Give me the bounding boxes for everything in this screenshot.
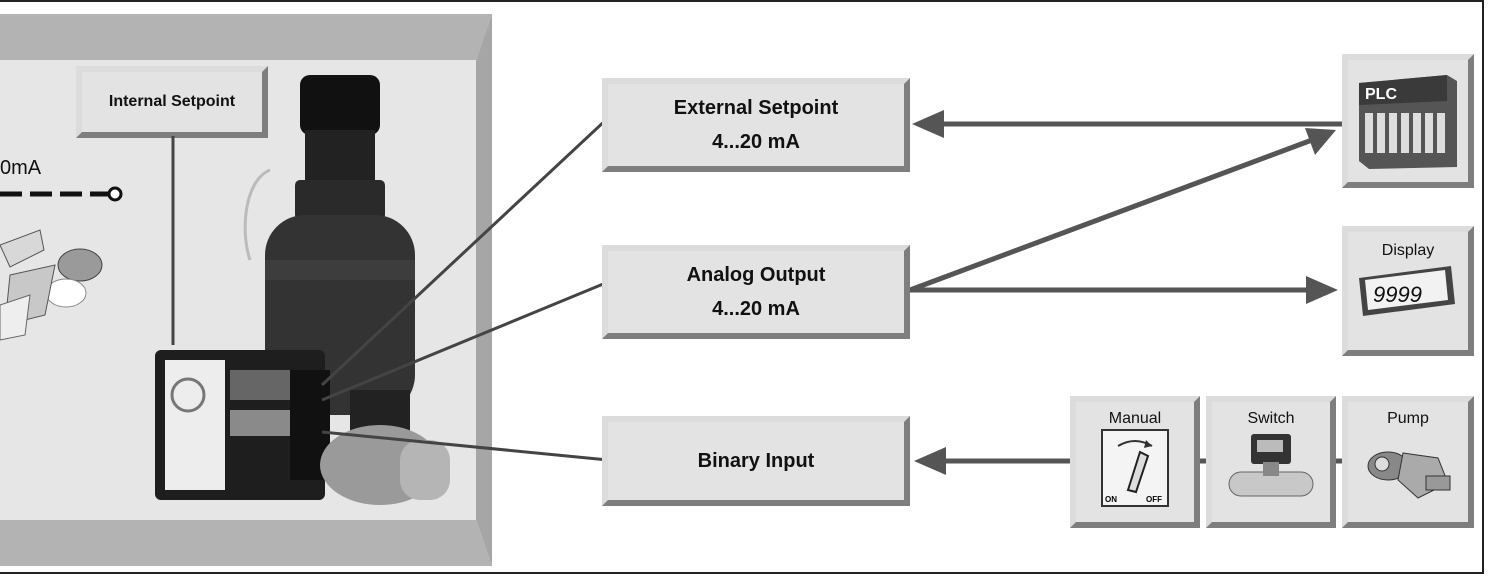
switch-box: Switch [1206,396,1336,528]
manual-on-label: ON [1105,495,1117,504]
dashed-signal-line [0,186,123,202]
display-box: Display 9999 [1342,226,1474,356]
external-setpoint-title: External Setpoint [673,97,839,119]
plc-icon: PLC [1359,75,1457,169]
manual-label: Manual [1108,410,1162,427]
manual-off-label: OFF [1146,495,1162,504]
display-readout: 9999 [1373,282,1422,307]
binary-input-title: Binary Input [697,450,815,472]
display-label: Display [1381,242,1435,259]
internal-setpoint-label: Internal Setpoint [108,93,236,110]
display-icon: 9999 [1359,266,1455,316]
pump-label: Pump [1387,410,1429,427]
current-label: 0mA [0,157,42,179]
plc-label: PLC [1365,86,1397,103]
manual-box: Manual ON OFF [1070,396,1200,528]
binary-input-box: Binary Input [602,416,910,506]
valve-illustration [155,75,450,505]
logo-graphic [0,229,103,341]
analog-output-box: Analog Output 4...20 mA [602,245,910,339]
flow-switch-icon [1228,434,1314,497]
pump-icon [1367,451,1451,499]
switch-label: Switch [1247,410,1295,427]
internal-setpoint-box: Internal Setpoint [76,66,268,138]
external-setpoint-range: 4...20 mA [712,131,800,153]
plc-box: PLC [1342,54,1474,188]
pump-box: Pump [1342,396,1474,528]
manual-switch-icon: ON OFF [1101,429,1169,507]
external-setpoint-box: External Setpoint 4...20 mA [602,78,910,172]
analog-output-range: 4...20 mA [712,298,800,320]
analog-output-title: Analog Output [686,264,826,286]
